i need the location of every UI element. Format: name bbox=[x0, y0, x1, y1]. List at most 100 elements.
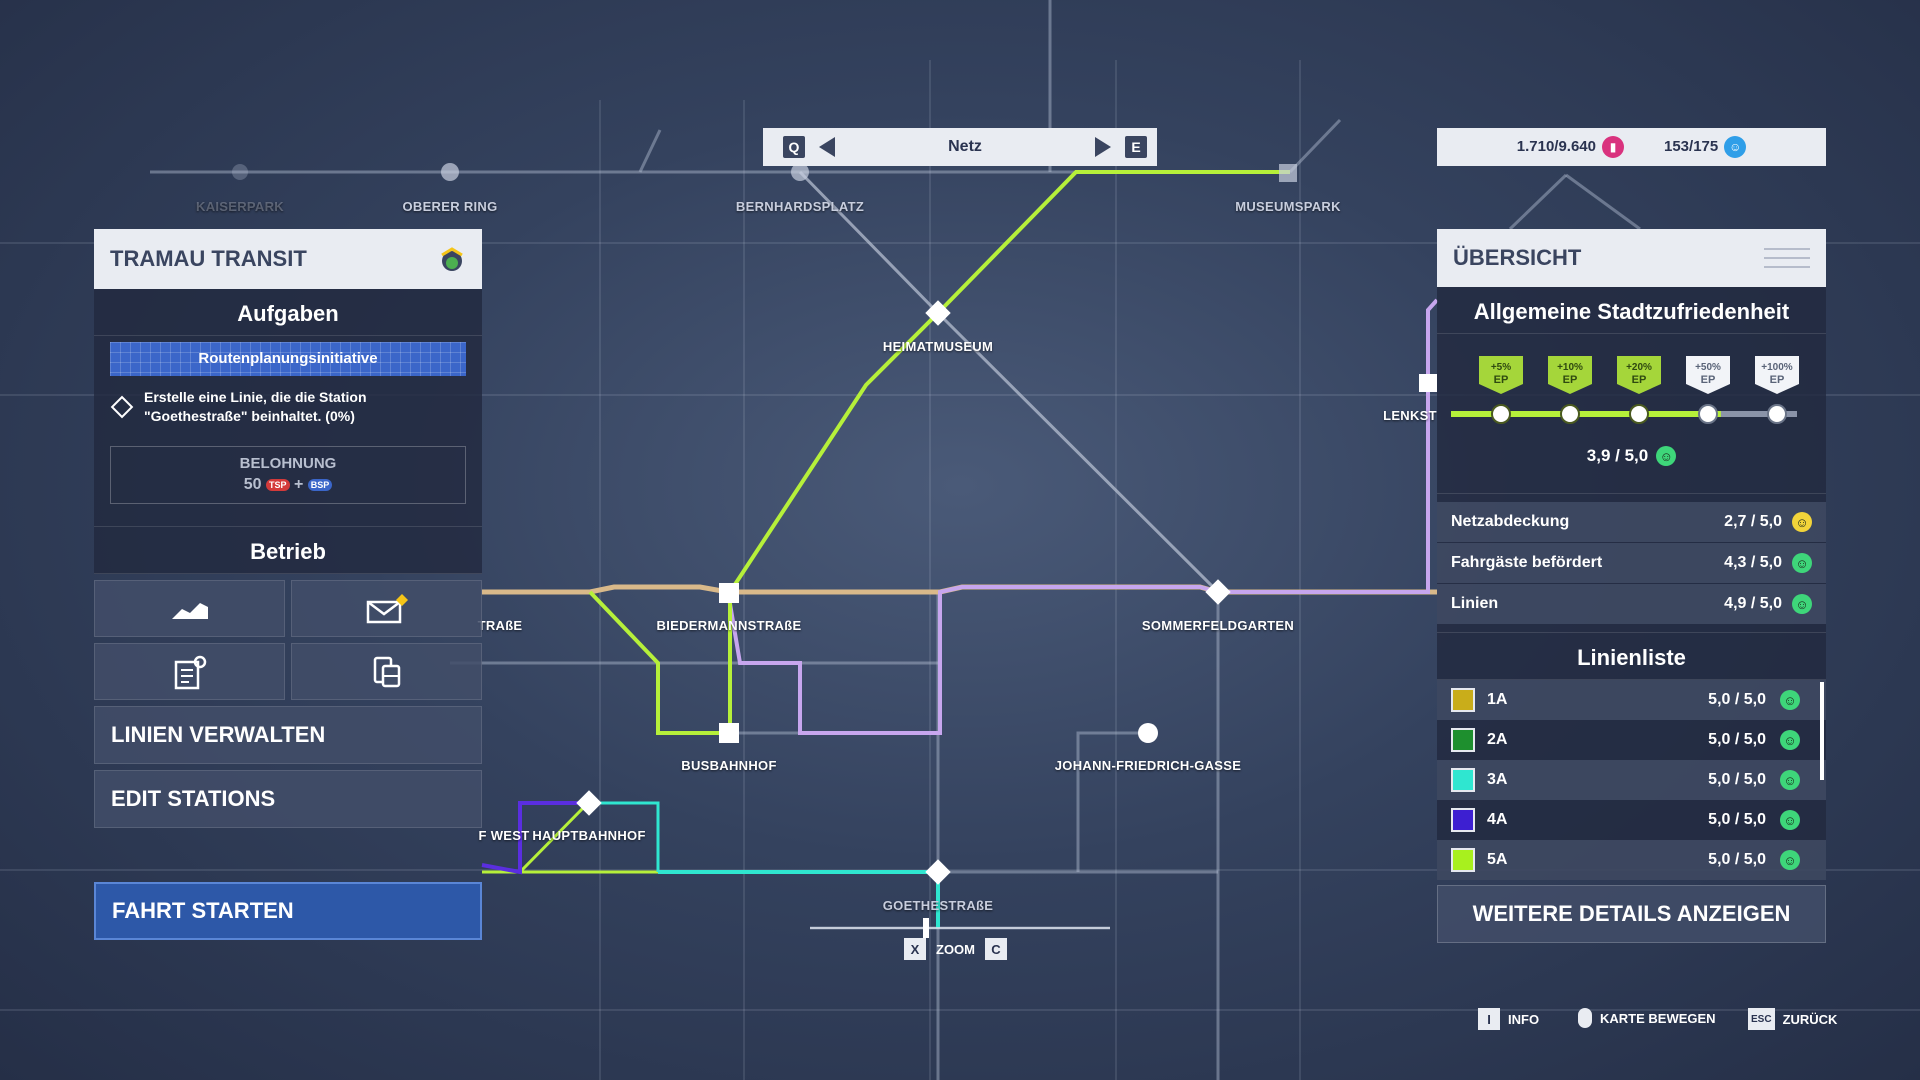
label-bernhardsplatz: BERNHARDSPLATZ bbox=[735, 199, 865, 214]
key-e[interactable]: E bbox=[1125, 136, 1147, 158]
chart-icon: ▮ bbox=[1602, 136, 1624, 158]
document-settings-icon bbox=[174, 655, 206, 689]
statistics-button[interactable] bbox=[94, 580, 285, 637]
label-oberer-ring: OBERER RING bbox=[402, 199, 498, 214]
station-johann-friedrich-gasse[interactable] bbox=[1138, 723, 1158, 743]
zoom-in-key[interactable]: C bbox=[985, 938, 1007, 960]
smiley-icon: ☺ bbox=[1780, 810, 1800, 830]
reports-button[interactable] bbox=[94, 643, 285, 700]
hint-back[interactable]: ESC ZURÜCK bbox=[1748, 1008, 1837, 1030]
milestone-pct: +10% bbox=[1557, 362, 1583, 373]
milestone-ep: EP bbox=[1494, 374, 1509, 386]
zoom-control: X ZOOM C bbox=[904, 938, 1007, 960]
tasks-title: Aufgaben bbox=[94, 289, 482, 336]
line-rating-value: 5,0 / 5,0 bbox=[1708, 691, 1766, 708]
key-q[interactable]: Q bbox=[783, 136, 805, 158]
line-color-swatch bbox=[1451, 808, 1475, 832]
smiley-icon: ☺ bbox=[1792, 512, 1812, 532]
more-details-button[interactable]: WEITERE DETAILS ANZEIGEN bbox=[1437, 885, 1826, 943]
milestone-tag bbox=[1479, 356, 1523, 394]
milestone-pct: +5% bbox=[1491, 362, 1511, 373]
smiley-icon: ☺ bbox=[1780, 850, 1800, 870]
line-4a-path[interactable] bbox=[481, 801, 588, 875]
milestone-pct: +100% bbox=[1761, 362, 1793, 373]
station-hauptbahnhof[interactable] bbox=[576, 790, 602, 816]
rating-value-wrap: 4,3 / 5,0☺ bbox=[1724, 553, 1812, 573]
satisfaction-title: Allgemeine Stadtzufriedenheit bbox=[1437, 287, 1826, 334]
line-rating-value: 5,0 / 5,0 bbox=[1708, 731, 1766, 748]
map-diagonal bbox=[798, 170, 1220, 594]
next-view-arrow-icon[interactable] bbox=[1095, 137, 1111, 157]
milestone-ep: EP bbox=[1563, 374, 1578, 386]
milestone-tag bbox=[1755, 356, 1799, 394]
smiley-icon: ☺ bbox=[1780, 730, 1800, 750]
hint-move-map[interactable]: KARTE BEWEGEN bbox=[1578, 1008, 1716, 1028]
zoom-out-key[interactable]: X bbox=[904, 938, 926, 960]
line-lilac-path[interactable] bbox=[726, 298, 1439, 735]
resources-bar: 1.710/9.640▮ 153/175☺ bbox=[1437, 128, 1826, 166]
reward-amount: 50 bbox=[243, 476, 262, 493]
label-sommerfeldgarten: SOMMERFELDGARTEN bbox=[1141, 618, 1295, 633]
company-panel: TRAMAU TRANSIT Aufgaben Routenplanungsin… bbox=[94, 229, 482, 828]
task-item[interactable]: Erstelle eine Linie, die die Station "Go… bbox=[94, 376, 482, 440]
info-key: I bbox=[1478, 1008, 1500, 1030]
start-trip-button[interactable]: FAHRT STARTEN bbox=[94, 882, 482, 940]
task-line-2: "Goethestraße" beinhaltet. (0%) bbox=[144, 408, 355, 424]
station-oberer-ring[interactable] bbox=[441, 163, 459, 181]
milestone-tag bbox=[1548, 356, 1592, 394]
line-value-wrap: 5,0 / 5,0 ☺ bbox=[1708, 730, 1800, 750]
reward-box: BELOHNUNG 50 TSP + BSP bbox=[110, 446, 466, 504]
lines-title: Linienliste bbox=[1437, 632, 1826, 680]
company-name: TRAMAU TRANSIT bbox=[110, 246, 307, 271]
overview-body: Allgemeine Stadtzufriedenheit +5%EP+10%E… bbox=[1437, 287, 1826, 880]
manage-lines-button[interactable]: LINIEN VERWALTEN bbox=[94, 706, 482, 764]
overview-title: ÜBERSICHT bbox=[1453, 245, 1582, 270]
smiley-icon: ☺ bbox=[1780, 770, 1800, 790]
milestone-tag bbox=[1617, 356, 1661, 394]
station-lenkst[interactable] bbox=[1419, 374, 1437, 392]
company-header: TRAMAU TRANSIT bbox=[94, 229, 482, 289]
station-kaiserpark[interactable] bbox=[232, 164, 248, 180]
task-text: Erstelle eine Linie, die die Station "Go… bbox=[144, 388, 367, 426]
milestone-node bbox=[1491, 404, 1511, 424]
operation-title: Betrieb bbox=[94, 526, 482, 574]
overall-rating-value: 3,9 / 5,0 bbox=[1586, 446, 1649, 465]
smiley-icon: ☺ bbox=[1792, 553, 1812, 573]
lines-scrollbar[interactable] bbox=[1820, 682, 1824, 780]
tram-vehicles-icon bbox=[373, 656, 400, 687]
menu-icon[interactable] bbox=[1764, 248, 1810, 268]
edit-stations-button[interactable]: EDIT STATIONS bbox=[94, 770, 482, 828]
vehicles-button[interactable] bbox=[291, 643, 482, 700]
station-heimatmuseum[interactable] bbox=[925, 300, 951, 326]
rating-label: Linien bbox=[1451, 595, 1499, 612]
line-color-swatch bbox=[1451, 848, 1475, 872]
info-label: INFO bbox=[1508, 1011, 1540, 1027]
chart-area-icon bbox=[171, 602, 208, 619]
reward-title: BELOHNUNG bbox=[239, 455, 337, 472]
station-goethestrasse[interactable] bbox=[925, 859, 951, 885]
messages-button[interactable] bbox=[291, 580, 482, 637]
milestone-node bbox=[1767, 404, 1787, 424]
line-value-wrap: 5,0 / 5,0☺ bbox=[1708, 690, 1800, 710]
prev-view-arrow-icon[interactable] bbox=[819, 137, 835, 157]
station-busbahnhof[interactable] bbox=[719, 723, 739, 743]
station-museumspark[interactable] bbox=[1279, 164, 1297, 182]
station-biedermannstrasse[interactable] bbox=[719, 583, 739, 603]
hint-info[interactable]: I INFO bbox=[1478, 1008, 1539, 1030]
station-bernhardsplatz[interactable] bbox=[791, 163, 809, 181]
line-rating-value: 5,0 / 5,0 bbox=[1708, 851, 1766, 868]
gauge-svg: +5%EP+10%EP+20%EP+50%EP+100%EP bbox=[1451, 356, 1799, 424]
milestone-node bbox=[1629, 404, 1649, 424]
zoom-handle[interactable] bbox=[923, 918, 929, 938]
operation-buttons bbox=[94, 574, 482, 700]
